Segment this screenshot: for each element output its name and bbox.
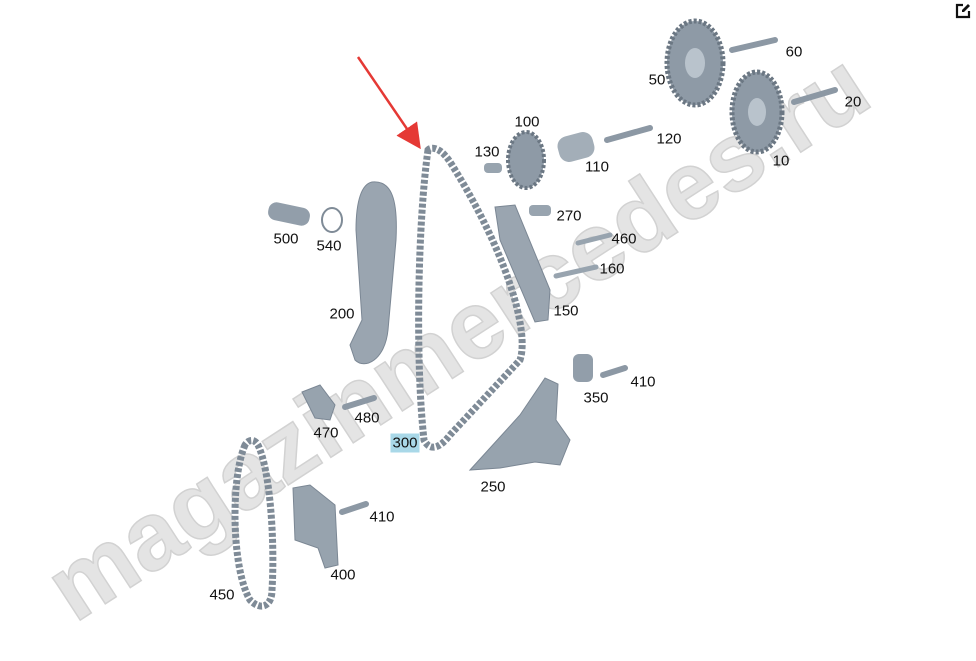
- pin-270[interactable]: [529, 205, 551, 216]
- callout-120[interactable]: 120: [656, 130, 682, 148]
- callout-110[interactable]: 110: [585, 158, 609, 176]
- callout-400[interactable]: 400: [330, 566, 356, 584]
- callout-450[interactable]: 450: [209, 586, 235, 604]
- pointer-arrow: [356, 56, 421, 150]
- roller-350[interactable]: [573, 354, 593, 382]
- callout-130[interactable]: 130: [474, 143, 500, 161]
- chain-450[interactable]: [231, 437, 277, 610]
- callout-470[interactable]: 470: [313, 424, 339, 442]
- sprocket-100[interactable]: [506, 130, 546, 190]
- guide-rail-200[interactable]: [349, 181, 397, 365]
- callout-270[interactable]: 270: [556, 207, 582, 225]
- callout-410-upper[interactable]: 410: [630, 373, 656, 391]
- bolt-60[interactable]: [729, 37, 778, 53]
- gear-10[interactable]: [729, 69, 785, 155]
- callout-250[interactable]: 250: [480, 478, 506, 496]
- callout-100[interactable]: 100: [514, 113, 540, 131]
- callout-350[interactable]: 350: [583, 389, 609, 407]
- bolt-20[interactable]: [791, 87, 838, 105]
- guide-rail-150[interactable]: [494, 204, 551, 323]
- seal-ring-540[interactable]: [321, 207, 343, 233]
- callout-10[interactable]: 10: [772, 152, 790, 170]
- pin-160[interactable]: [553, 264, 599, 279]
- guide-400[interactable]: [292, 484, 339, 569]
- edit-icon[interactable]: [954, 2, 972, 20]
- callout-150[interactable]: 150: [553, 302, 579, 320]
- timing-chain-300[interactable]: [415, 144, 526, 451]
- bolt-480[interactable]: [342, 395, 377, 410]
- bushing-110[interactable]: [555, 130, 597, 164]
- gear-50[interactable]: [664, 18, 726, 108]
- callout-480[interactable]: 480: [354, 409, 380, 427]
- callout-410-lower[interactable]: 410: [369, 508, 395, 526]
- callout-60[interactable]: 60: [785, 43, 803, 61]
- callout-200[interactable]: 200: [329, 305, 355, 323]
- bolt-410-upper[interactable]: [600, 365, 628, 378]
- pin-130[interactable]: [484, 163, 502, 173]
- tensioner-rail-250[interactable]: [468, 377, 571, 471]
- pin-460[interactable]: [575, 232, 613, 246]
- tensioner-500[interactable]: [267, 201, 312, 227]
- callout-460[interactable]: 460: [611, 230, 637, 248]
- lever-470[interactable]: [301, 384, 336, 421]
- callout-300-highlighted[interactable]: 300: [390, 433, 420, 453]
- callout-540[interactable]: 540: [316, 237, 342, 255]
- callout-500[interactable]: 500: [273, 230, 299, 248]
- callout-50[interactable]: 50: [648, 71, 666, 89]
- callout-160[interactable]: 160: [599, 260, 625, 278]
- bolt-410-lower[interactable]: [339, 501, 369, 515]
- callout-20[interactable]: 20: [844, 93, 862, 111]
- bolt-120[interactable]: [604, 125, 653, 143]
